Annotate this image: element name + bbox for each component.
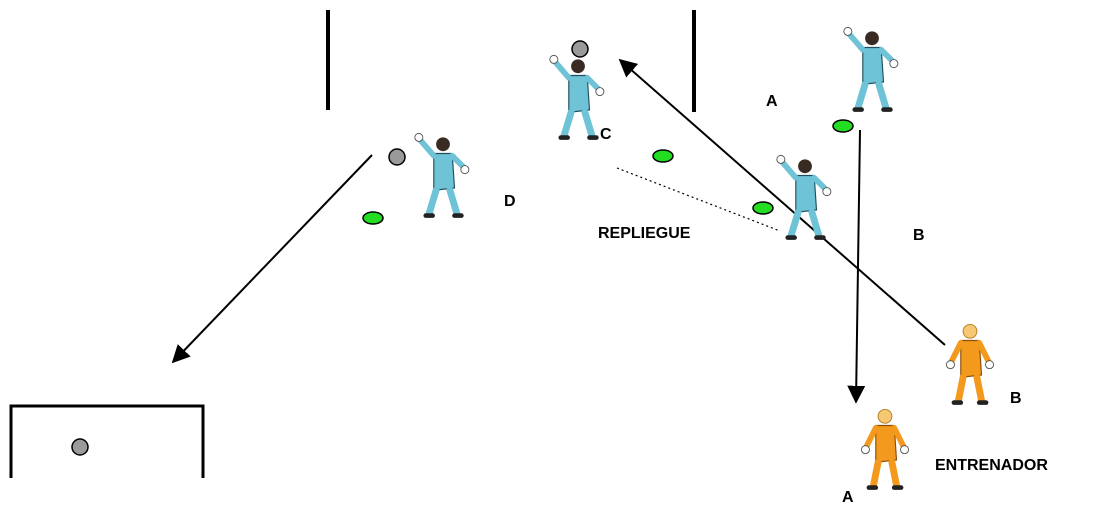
goalkeeper-b <box>777 155 831 237</box>
goalkeeper-d <box>415 133 469 215</box>
ball-c <box>571 40 589 58</box>
label-b-right: B <box>913 227 925 244</box>
label-repliegue: REPLIEGUE <box>598 225 691 242</box>
coach-a <box>861 409 908 487</box>
label-b-coach: B <box>1010 390 1022 407</box>
repliegue-dotted-line <box>616 167 781 232</box>
arrow-d-to-goal <box>171 154 373 364</box>
ball-d <box>388 148 406 166</box>
goalkeeper-c <box>550 55 604 137</box>
arrow-coach-b-to-c <box>618 58 946 346</box>
cone <box>362 211 384 225</box>
goal-frame <box>9 404 205 478</box>
cone <box>652 149 674 163</box>
label-d: D <box>504 193 516 210</box>
goalkeeper-a <box>844 27 898 109</box>
label-a-coach: A <box>842 489 854 506</box>
label-c: C <box>600 126 612 143</box>
cone <box>832 119 854 133</box>
arrow-a-to-coach-a <box>847 129 866 404</box>
label-a-top: A <box>766 93 778 110</box>
label-entrenador: ENTRENADOR <box>935 457 1048 474</box>
cone <box>752 201 774 215</box>
ball-in-goal <box>71 438 89 456</box>
coach-b <box>946 324 993 402</box>
